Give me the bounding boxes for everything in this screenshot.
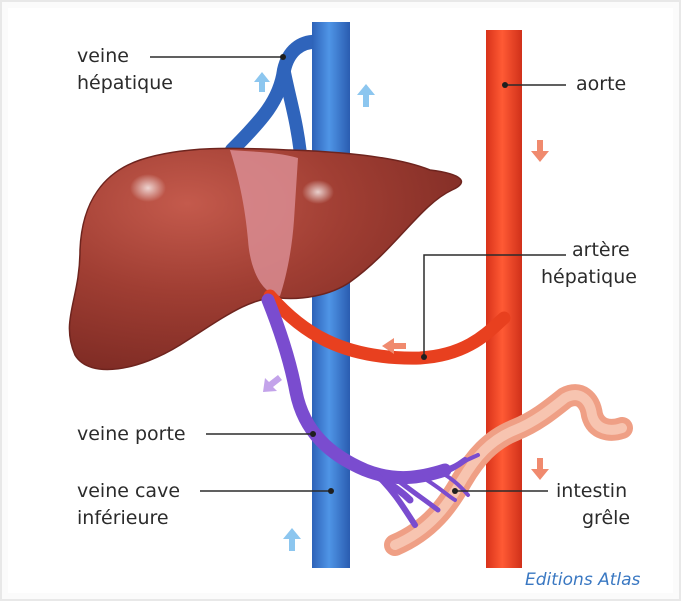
label-hepatic-artery-2: hépatique [541, 266, 637, 288]
publisher-credit: Editions Atlas [525, 570, 641, 590]
label-aorta: aorte [576, 73, 626, 95]
label-vena-cava-2: inférieure [77, 507, 169, 529]
label-hepatic-vein-1: veine [77, 45, 129, 67]
label-small-intestine-1: intestin [556, 480, 627, 502]
aorta-vessel [486, 30, 522, 568]
label-small-intestine-2: grêle [582, 507, 630, 529]
label-hepatic-vein-2: hépatique [77, 72, 173, 94]
label-portal-vein: veine porte [77, 423, 186, 445]
label-hepatic-artery-1: artère [572, 239, 630, 261]
label-vena-cava-1: veine cave [77, 480, 180, 502]
